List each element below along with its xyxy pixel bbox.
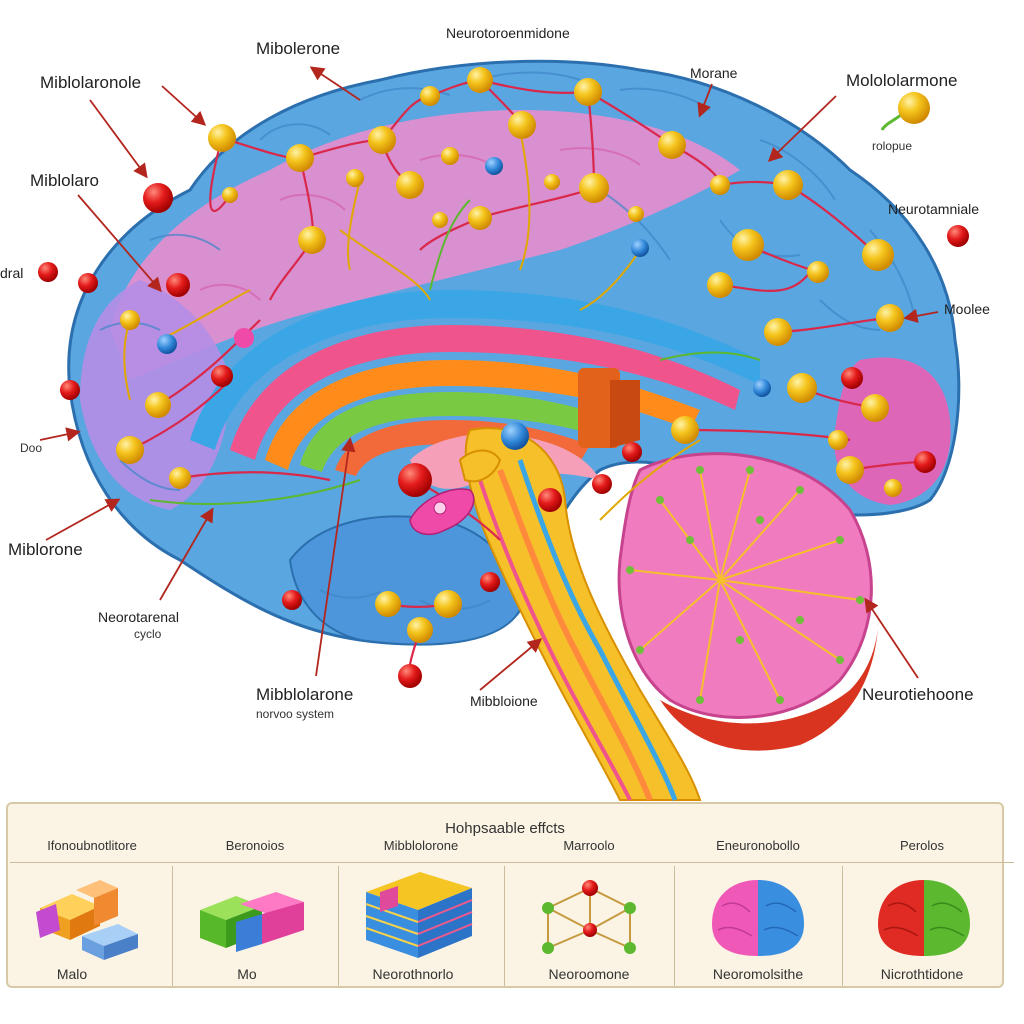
legend-divider: [10, 862, 1014, 863]
label-bottom-center-1-sub: norvoo system: [256, 707, 335, 721]
legend-col-divider: [842, 866, 843, 986]
corpus-callosum: [190, 290, 760, 489]
label-left-2: Miblolaro: [30, 171, 99, 190]
legend-header-5: Eneuronobollo: [716, 838, 800, 853]
legend-title: Hohpsaable effcts: [445, 820, 565, 837]
axon-network-yellow: [123, 129, 701, 521]
legend-panel: Hohpsaable effcts: [6, 802, 1004, 988]
legend-header-6: Perolos: [899, 838, 945, 853]
label-top-right-1: Morane: [690, 65, 738, 81]
axon-network-green: [149, 199, 761, 505]
neuron-symbol: [880, 92, 930, 131]
label-bottom-center-2: Mibbloione: [470, 693, 538, 709]
label-right-3: Neurotiehoone: [862, 685, 974, 704]
label-right-2: Moolee: [944, 301, 990, 317]
cerebellum-arbor: [629, 469, 861, 701]
label-right-1: Neurotamniale: [888, 201, 980, 217]
pointer-arrows: [39, 66, 939, 691]
yellow-nodes: [116, 67, 904, 643]
legend-footer-5: Neoromolsithe: [712, 966, 804, 982]
legend-footer-2: Mo: [237, 966, 257, 982]
legend-footer-3: Neorothnorlo: [372, 966, 454, 982]
legend-header-2: Beronoios: [225, 838, 285, 853]
label-bottom-center-1: Mibblolarone: [256, 685, 354, 704]
label-left-1: Miblolaronole: [40, 73, 142, 92]
legend-footer-1: Malo: [56, 966, 88, 982]
legend-footer-6: Nicrothtidone: [880, 966, 964, 982]
legend-header-1: Ifonoubnotlitore: [47, 838, 137, 853]
legend-col-divider: [674, 866, 675, 986]
legend-header-4: Marroolo: [563, 838, 615, 853]
legend-col-divider: [338, 866, 339, 986]
legend-col-divider: [172, 866, 173, 986]
label-top-right-2-sub: rolopue: [872, 139, 913, 153]
label-left-4: Doo: [20, 441, 43, 455]
label-top-right-2: Molololarmone: [846, 71, 958, 90]
legend-footer-4: Neoroomone: [548, 966, 630, 982]
cerebellum: [617, 452, 879, 751]
label-top-left-1: Mibolerone: [256, 39, 341, 58]
label-top-center: Neurotoroenmidone: [446, 25, 570, 41]
red-nodes: [38, 183, 969, 688]
legend-col-divider: [504, 866, 505, 986]
blue-nodes: [157, 157, 771, 397]
label-bottom-left-1-sub: cyclo: [134, 627, 162, 641]
legend-header-3: Mibblolorone: [383, 838, 459, 853]
label-bottom-left-1: Neorotarenal: [98, 609, 179, 625]
brainstem: [458, 422, 702, 802]
label-left-3: dral: [0, 265, 24, 281]
label-left-5: Miblorone: [8, 540, 83, 559]
pink-nodes: [234, 328, 475, 536]
